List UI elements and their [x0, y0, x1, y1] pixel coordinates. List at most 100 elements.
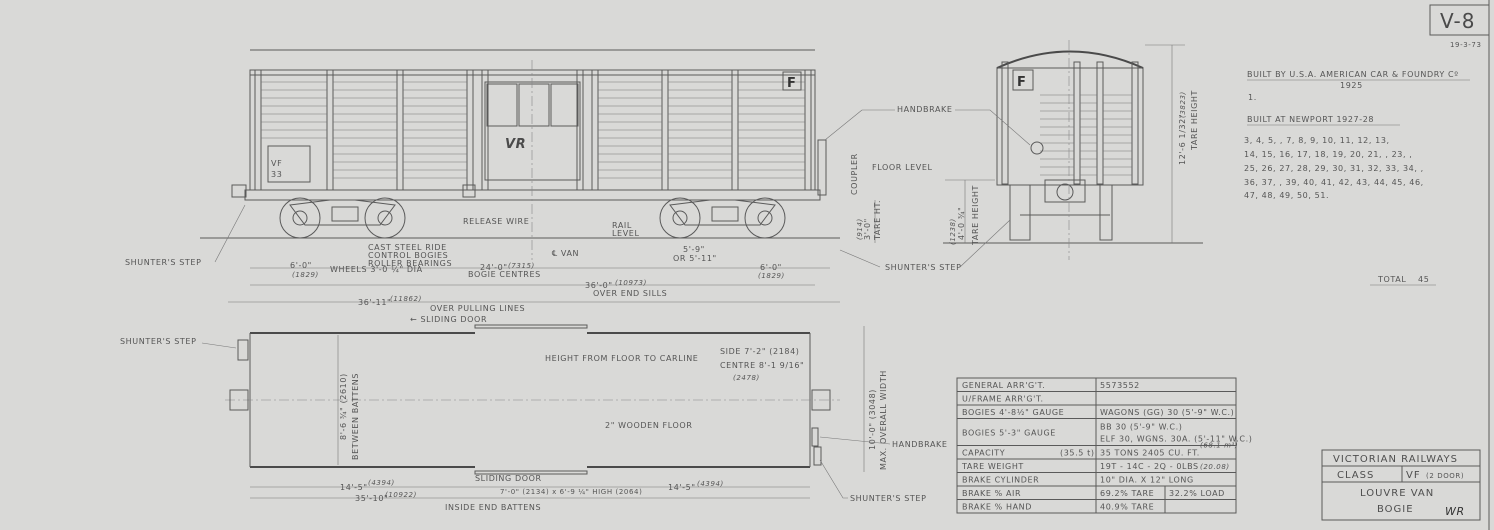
car-numbers-row-5: 47, 48, 49, 50, 51.: [1244, 191, 1329, 200]
spec-label: BOGIES 5'-3" GAUGE: [962, 429, 1056, 438]
spec-value-2: 32.2% LOAD: [1169, 489, 1225, 498]
overall-height-metric: (3823): [1179, 91, 1187, 118]
end-class-letter-box: [1012, 69, 1034, 91]
end-body: [996, 67, 1144, 186]
left-coupler: [231, 184, 247, 198]
handbrake-wheel: [1030, 141, 1044, 155]
drawing-date: 19-3-73: [1450, 41, 1482, 49]
max-width-label: MAX. OVERALL WIDTH: [879, 370, 888, 470]
bogies-label-1: CAST STEEL RIDE: [368, 243, 447, 252]
plan-handbrake-label: HANDBRAKE: [892, 440, 948, 449]
class-note: (2 DOOR): [1426, 472, 1464, 480]
right-panel-dim-metric: (4394): [697, 480, 724, 488]
title-block: VICTORIAN RAILWAYS CLASS VF (2 DOOR) LOU…: [1321, 449, 1481, 521]
release-wire-label: RELEASE WIRE: [463, 217, 529, 226]
newport-heading: BUILT AT NEWPORT 1927-28: [1247, 115, 1374, 124]
right-bogie: [659, 197, 786, 239]
spec-value: 19T - 14C - 2Q - 0LBS: [1100, 462, 1199, 471]
overall-height-dim: 12'-6 1/32": [1178, 114, 1187, 165]
sliding-door: [484, 81, 581, 181]
end-post: [1096, 61, 1104, 185]
end-left-dim-metric: (1829): [292, 271, 319, 279]
right-wheel-end: [1099, 184, 1113, 241]
spec-label: BRAKE % AIR: [962, 489, 1021, 498]
release-wire-handle: [462, 184, 476, 198]
right-coupler-handbrake: [817, 139, 827, 196]
spec-table-row: BRAKE % AIR 69.2% TARE 32.2% LOAD: [957, 485, 1236, 498]
over-pulling-lines-label: OVER PULLING LINES: [430, 304, 525, 313]
door-vent-2: [518, 83, 550, 127]
over-pulling-lines-dim: 36'-11": [358, 298, 391, 307]
left-panel-dim: 14'-5": [340, 483, 368, 492]
rail-level-label-1: RAIL: [612, 221, 632, 230]
carline-centre-height: CENTRE 8'-1 9/16": [720, 361, 804, 370]
build-info: BUILT BY U.S.A. AMERICAN CAR & FOUNDRY C…: [1244, 70, 1470, 286]
between-battens-dim: 8'-6 ¾" (2610): [339, 373, 348, 440]
floor-label: 2" WOODEN FLOOR: [605, 421, 692, 430]
left-bogie: [279, 197, 406, 239]
bogie-centres-dim-metric: (7315): [508, 262, 535, 270]
end-post: [1001, 61, 1009, 185]
spec-label: U/FRAME ARR'G'T.: [962, 395, 1044, 404]
side-post: [661, 69, 669, 191]
side-post: [254, 69, 262, 191]
end-right-dim-metric: (1829): [758, 272, 785, 280]
side-post: [731, 69, 739, 191]
over-end-sills-dim-metric: (10973): [615, 279, 647, 287]
spec-label: BRAKE CYLINDER: [962, 476, 1039, 485]
handbrake-leader-arrow: [824, 109, 863, 141]
spec-value: 35 TONS 2405 CU. FT.: [1100, 449, 1200, 458]
between-battens-label: BETWEEN BATTENS: [351, 373, 360, 460]
end-class-letter: F: [1017, 75, 1026, 90]
inside-length-label: INSIDE END BATTENS: [445, 503, 541, 512]
plan-sliding-door-bottom: [474, 470, 588, 475]
side-elevation: VR F VF 33 SHUNTER'S STEP CAST STEEL RID…: [125, 49, 882, 324]
wheelbase-label-2: OR 5'-11": [673, 254, 717, 263]
car-numbers-row-1: 3, 4, 5, , 7, 8, 9, 10, 11, 12, 13,: [1244, 136, 1390, 145]
total-label: TOTAL: [1377, 275, 1406, 284]
drawing-number-box: [1429, 4, 1490, 36]
spec-table-row: GENERAL ARR'G'T.5573552: [962, 381, 1139, 390]
class-letter: F: [787, 76, 796, 91]
handbrake-leader-right: [955, 109, 1031, 146]
side-post: [804, 69, 812, 191]
description-line-1: LOUVRE VAN: [1360, 488, 1434, 499]
end-left-dim: 6'-0": [290, 261, 312, 270]
side-post: [466, 69, 474, 191]
spec-label: GENERAL ARR'G'T.: [962, 381, 1045, 390]
left-wheel-end: [1009, 184, 1031, 241]
carline-side-height: SIDE 7'-2" (2184): [720, 347, 800, 356]
spec-value: 40.9% TARE: [1100, 503, 1154, 512]
builder-heading: BUILT BY U.S.A. AMERICAN CAR & FOUNDRY C…: [1247, 70, 1459, 79]
floor-level-label: FLOOR LEVEL: [872, 163, 933, 172]
shunters-step-leader-left: [839, 249, 881, 268]
railway-name: VICTORIAN RAILWAYS: [1333, 454, 1458, 465]
side-post: [326, 69, 334, 191]
spec-value: 69.2% TARE: [1100, 489, 1154, 498]
builder-numbers: 1.: [1248, 93, 1257, 102]
bogies-label-3: ROLLER BEARINGS: [368, 259, 452, 268]
spec-label-note: (35.5 t): [1060, 449, 1095, 458]
spec-label: TARE WEIGHT: [961, 462, 1024, 471]
plan-coupler-right: [811, 389, 831, 411]
wheels-dim: WHEELS 3'-0 ¼" DIA: [330, 265, 423, 274]
car-number-marking: 33: [271, 170, 282, 179]
carline-centre-height-metric: (2478): [733, 374, 760, 382]
bogies-label-2: CONTROL BOGIES: [368, 251, 448, 260]
sliding-door-arrow-label: ← SLIDING DOOR: [410, 315, 487, 324]
plan-handbrake-leader: [819, 436, 891, 445]
side-post: [396, 69, 404, 191]
plan-side-walls: [250, 332, 810, 468]
shunters-step-leader-right: [959, 219, 1011, 268]
spec-value: WAGONS (GG) 30 (5'-9" W.C.): [1100, 408, 1234, 417]
spec-label: CAPACITY: [962, 449, 1005, 458]
plan-shunters-step-right-leader: [819, 459, 848, 499]
sliding-door-label: SLIDING DOOR: [475, 474, 542, 483]
end-post: [1073, 61, 1081, 185]
